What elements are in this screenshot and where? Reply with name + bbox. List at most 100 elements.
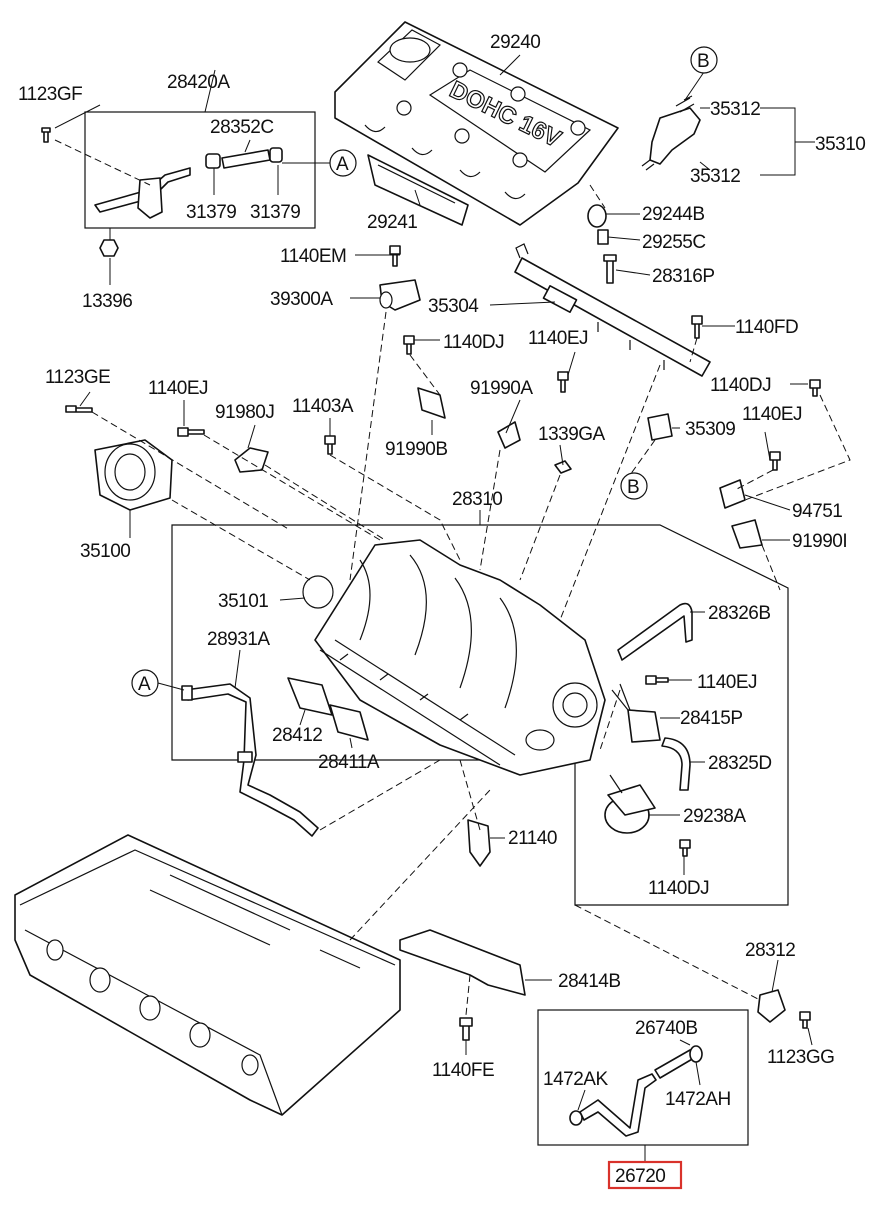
bolt-1140EJ-right[interactable] — [769, 451, 781, 471]
label-1140DJ-upper[interactable]: 1140DJ — [443, 332, 505, 353]
label-35101[interactable]: 35101 — [218, 591, 269, 612]
label-1140DJ-bottom[interactable]: 1140DJ — [648, 878, 710, 899]
label-1123GG[interactable]: 1123GG — [767, 1047, 835, 1068]
label-1140EJ-low[interactable]: 1140EJ — [697, 672, 758, 693]
label-35312-a[interactable]: 35312 — [710, 99, 761, 120]
label-28326B[interactable]: 28326B — [708, 603, 771, 624]
bolt-1123GF[interactable] — [41, 127, 51, 143]
label-29255C[interactable]: 29255C — [642, 232, 706, 253]
label-29240[interactable]: 29240 — [490, 32, 541, 53]
label-13396[interactable]: 13396 — [82, 291, 133, 312]
label-35304[interactable]: 35304 — [428, 296, 480, 317]
map-sensor[interactable] — [379, 279, 421, 311]
gasket-28411A[interactable] — [329, 704, 369, 741]
plug-21140[interactable] — [467, 819, 491, 867]
label-91980J[interactable]: 91980J — [215, 402, 275, 423]
throttle-bolt[interactable] — [65, 405, 93, 413]
collar[interactable] — [597, 229, 609, 245]
label-21140[interactable]: 21140 — [508, 828, 557, 849]
grommet[interactable] — [587, 204, 607, 228]
cover-bolt[interactable] — [603, 254, 617, 284]
label-28352C[interactable]: 28352C — [210, 117, 274, 138]
gasket-28412[interactable] — [287, 677, 333, 716]
label-1140FD[interactable]: 1140FD — [735, 317, 799, 338]
throttle-gasket[interactable] — [302, 575, 334, 609]
label-28412[interactable]: 28412 — [272, 725, 323, 746]
valve-28312[interactable] — [757, 989, 786, 1023]
label-28415P[interactable]: 28415P — [680, 708, 743, 729]
label-28414B[interactable]: 28414B — [558, 971, 621, 992]
label-31379-a[interactable]: 31379 — [186, 202, 237, 223]
bolt-1123GG[interactable] — [799, 1011, 811, 1029]
bolt-1140EJ-mid[interactable] — [557, 371, 569, 393]
bolt-1140EJ-left[interactable] — [177, 427, 205, 437]
label-28931A[interactable]: 28931A — [207, 629, 271, 650]
label-1472AH[interactable]: 1472AH — [665, 1089, 731, 1110]
bolt-1140DJ-right[interactable] — [809, 379, 821, 397]
label-11403A[interactable]: 11403A — [292, 396, 354, 417]
label-35310[interactable]: 35310 — [815, 134, 866, 155]
insulator-35309[interactable] — [647, 413, 673, 441]
label-28316P[interactable]: 28316P — [652, 266, 715, 287]
bracket-94751[interactable] — [719, 479, 746, 509]
pipe-26720[interactable] — [569, 1073, 657, 1137]
intake-manifold[interactable] — [314, 539, 606, 776]
label-28312[interactable]: 28312 — [745, 940, 796, 961]
label-29244B[interactable]: 29244B — [642, 204, 705, 225]
label-1140EJ-right[interactable]: 1140EJ — [742, 404, 803, 425]
label-91990A[interactable]: 91990A — [470, 378, 534, 399]
label-91990I[interactable]: 91990I — [792, 531, 848, 552]
label-1140EM[interactable]: 1140EM — [280, 246, 347, 267]
label-29238A[interactable]: 29238A — [683, 806, 747, 827]
label-1472AK[interactable]: 1472AK — [543, 1069, 609, 1090]
ref-A-lower: A — [131, 669, 159, 697]
label-28310[interactable]: 28310 — [452, 489, 503, 510]
hose-28931A[interactable] — [181, 683, 319, 837]
valve-28415P[interactable] — [611, 683, 661, 743]
label-1123GF[interactable]: 1123GF — [18, 84, 83, 105]
label-1123GE[interactable]: 1123GE — [45, 367, 111, 388]
bracket-91990I[interactable] — [731, 519, 763, 549]
bolt-1140FD[interactable] — [691, 315, 703, 339]
label-1140EJ-left[interactable]: 1140EJ — [148, 378, 209, 399]
label-26740B[interactable]: 26740B — [635, 1018, 698, 1039]
label-35309[interactable]: 35309 — [685, 419, 736, 440]
label-1140DJ-right[interactable]: 1140DJ — [710, 375, 772, 396]
highlighted-part-26720[interactable]: 26720 — [607, 1160, 683, 1190]
bolt-1140DJ-upper[interactable] — [403, 335, 415, 355]
hose-28325D[interactable] — [661, 737, 691, 791]
injector[interactable] — [641, 95, 701, 171]
label-29241[interactable]: 29241 — [367, 212, 418, 233]
label-28411A[interactable]: 28411A — [318, 752, 380, 773]
label-26720[interactable]: 26720 — [615, 1166, 666, 1187]
bolt-1140FE[interactable] — [459, 1017, 473, 1041]
bracket-91990B[interactable] — [417, 387, 446, 419]
throttle-body[interactable] — [94, 439, 173, 511]
label-94751[interactable]: 94751 — [792, 501, 843, 522]
pcv-tube[interactable] — [94, 147, 283, 219]
clip-1339GA[interactable] — [554, 460, 572, 474]
label-31379-b[interactable]: 31379 — [250, 202, 301, 223]
bolt-1140EJ-low[interactable] — [645, 675, 669, 685]
bolt-11403A[interactable] — [324, 435, 336, 455]
bracket-91980J[interactable] — [234, 447, 269, 473]
hose-28326B[interactable] — [617, 602, 693, 661]
label-35100[interactable]: 35100 — [80, 541, 131, 562]
bolt-1140DJ-bottom[interactable] — [679, 839, 691, 857]
label-1339GA[interactable]: 1339GA — [538, 424, 606, 445]
hose-26740B[interactable] — [654, 1045, 703, 1079]
bracket-28414B[interactable] — [399, 929, 526, 996]
label-28325D[interactable]: 28325D — [708, 753, 772, 774]
engine-cover[interactable]: DOHC 16V — [334, 21, 619, 226]
label-91990B[interactable]: 91990B — [385, 439, 448, 460]
bolt-1140EM[interactable] — [389, 245, 401, 267]
label-35312-b[interactable]: 35312 — [690, 166, 741, 187]
label-1140FE[interactable]: 1140FE — [432, 1060, 495, 1081]
cover-bracket[interactable] — [367, 154, 469, 226]
fuel-rail[interactable] — [514, 243, 711, 377]
label-39300A[interactable]: 39300A — [270, 289, 334, 310]
label-1140EJ-mid[interactable]: 1140EJ — [528, 328, 589, 349]
nut-13396[interactable] — [99, 239, 119, 257]
actuator-29238A[interactable] — [604, 774, 656, 834]
label-28420A[interactable]: 28420A — [167, 72, 231, 93]
